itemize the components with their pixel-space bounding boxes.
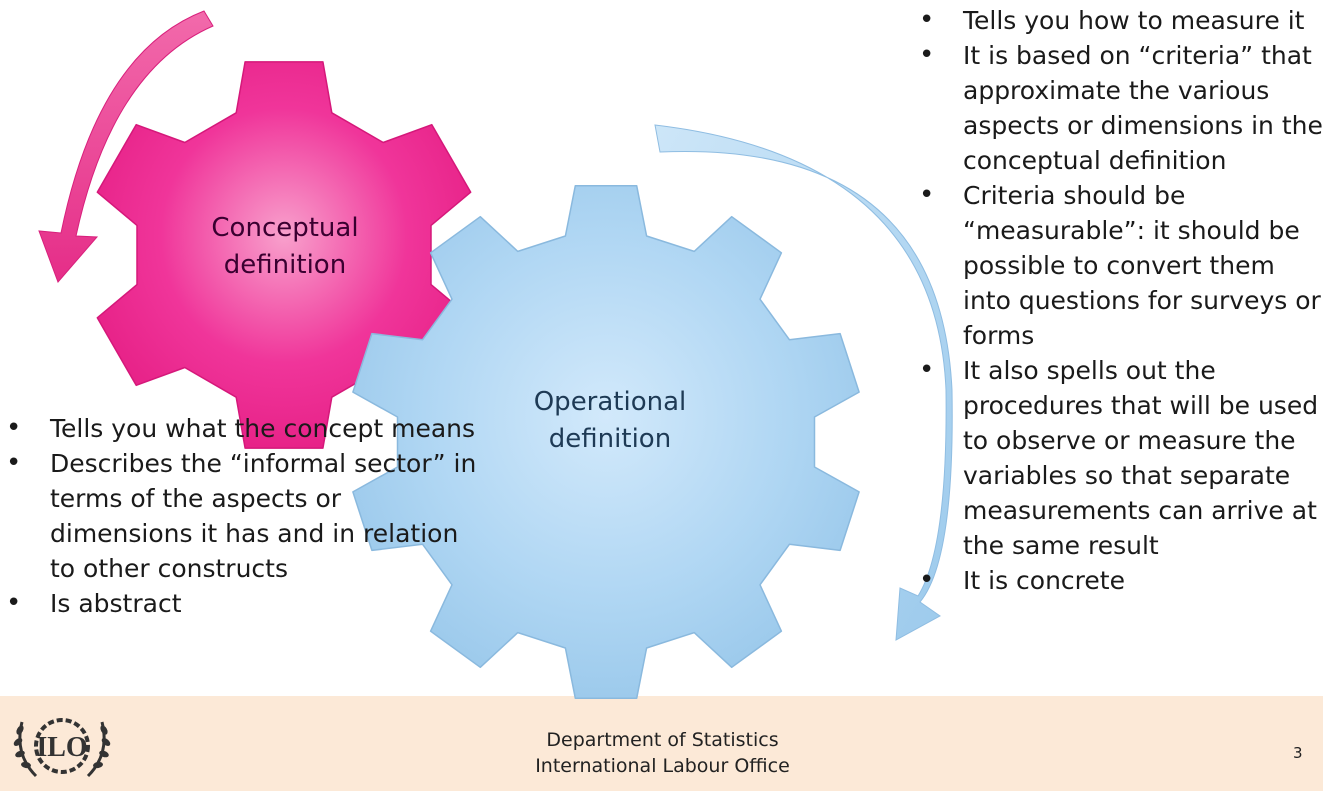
page-number: 3 bbox=[1293, 744, 1303, 762]
conceptual-label-line1: Conceptual bbox=[211, 213, 359, 243]
conceptual-bullet-list: Tells you what the concept means Describ… bbox=[6, 411, 486, 621]
footer-band bbox=[0, 696, 1323, 791]
conceptual-label-line2: definition bbox=[223, 250, 347, 280]
list-item: It also spells out the procedures that w… bbox=[919, 353, 1323, 563]
footer-department: Department of Statistics bbox=[546, 729, 779, 751]
operational-label-line2: definition bbox=[548, 424, 672, 454]
list-item: Is abstract bbox=[6, 586, 486, 621]
list-item: It is based on “criteria” that approxima… bbox=[919, 38, 1323, 178]
list-item: It is concrete bbox=[919, 563, 1323, 598]
logo-text: ILO bbox=[36, 732, 87, 763]
list-item: Tells you how to measure it bbox=[919, 3, 1323, 38]
curved-arrow-left bbox=[38, 10, 214, 283]
conceptual-gear-label: Conceptual definition bbox=[160, 210, 410, 284]
list-item: Describes the “informal sector” in terms… bbox=[6, 446, 486, 586]
operational-label-line1: Operational bbox=[533, 387, 687, 417]
operational-bullet-list: Tells you how to measure it It is based … bbox=[919, 3, 1323, 598]
list-item: Criteria should be “measurable”: it shou… bbox=[919, 178, 1323, 353]
ilo-logo: ILO bbox=[13, 718, 111, 778]
footer-organization: International Labour Office bbox=[535, 755, 790, 777]
list-item: Tells you what the concept means bbox=[6, 411, 486, 446]
operational-gear-label: Operational definition bbox=[455, 384, 765, 458]
